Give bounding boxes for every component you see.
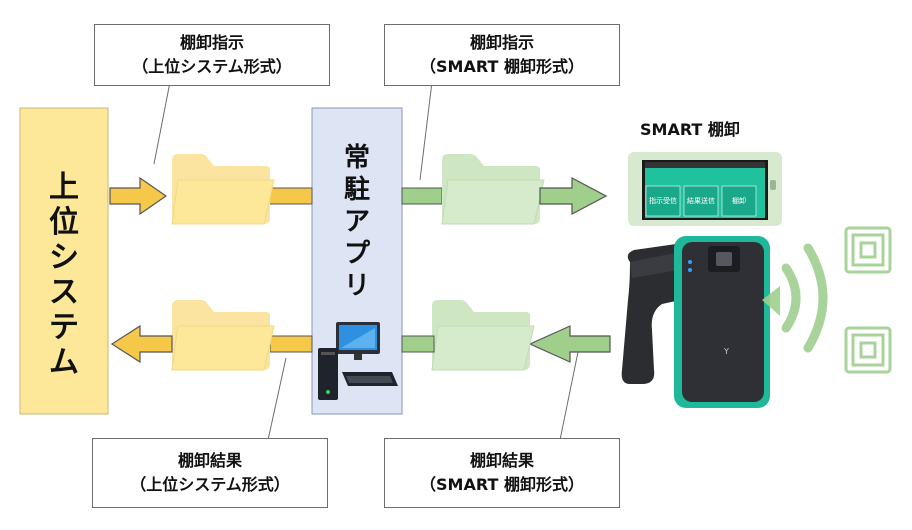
folder-icon bbox=[441, 154, 545, 225]
arrow-smart-to-app bbox=[528, 325, 611, 363]
callout-subtitle: （上位システム形式） bbox=[132, 57, 292, 76]
callout-title: 棚卸結果 bbox=[177, 451, 242, 470]
reader-logo: Y bbox=[723, 347, 729, 356]
smart-tablet bbox=[628, 152, 782, 226]
rfid-tag-icon bbox=[844, 326, 892, 374]
radio-wave-icon bbox=[781, 243, 828, 353]
arrow-host-to-app bbox=[109, 176, 168, 216]
folder-icon bbox=[171, 300, 275, 371]
callout-result-smart: 棚卸結果 （SMART 棚卸形式） bbox=[384, 438, 620, 508]
callout-subtitle: （SMART 棚卸形式） bbox=[420, 475, 584, 494]
folder-icon bbox=[431, 300, 535, 371]
callout-subtitle: （SMART 棚卸形式） bbox=[420, 57, 584, 76]
callout-pointer bbox=[153, 81, 171, 165]
callout-pointer bbox=[559, 351, 579, 441]
arrow-app-to-smart bbox=[539, 177, 608, 215]
tablet-button-label[interactable]: 指示受信 bbox=[649, 197, 677, 205]
host-system-label: 上 位 シ ス テ ム bbox=[49, 170, 79, 380]
callout-subtitle: （上位システム形式） bbox=[130, 475, 290, 494]
callout-title: 棚卸結果 bbox=[469, 451, 534, 470]
callout-instruction-host: 棚卸指示 （上位システム形式） bbox=[94, 24, 330, 86]
resident-app-label: 常 駐 ア プ リ bbox=[343, 143, 370, 301]
arrow-app-to-smart-bar bbox=[401, 187, 443, 205]
callout-title: 棚卸指示 bbox=[179, 33, 244, 52]
callout-result-host: 棚卸結果 （上位システム形式） bbox=[92, 438, 328, 508]
smart-inventory-label: SMART 棚卸 bbox=[640, 120, 740, 139]
arrow-app-to-host bbox=[110, 324, 173, 364]
host-system-box bbox=[19, 107, 109, 415]
rfid-tag-icon bbox=[844, 226, 892, 274]
folder-icon bbox=[171, 154, 275, 225]
arrow-host-to-app-bar bbox=[267, 187, 313, 205]
callout-pointer bbox=[419, 81, 433, 181]
callout-instruction-smart: 棚卸指示 （SMART 棚卸形式） bbox=[384, 24, 620, 86]
computer-icon bbox=[318, 322, 398, 400]
callout-title: 棚卸指示 bbox=[469, 33, 534, 52]
callout-pointer bbox=[267, 357, 287, 441]
arrow-smart-to-app-bar bbox=[401, 335, 435, 353]
rfid-reader: Y bbox=[621, 236, 780, 408]
tablet-button-label[interactable]: 結果送信 bbox=[687, 197, 715, 205]
tablet-button-label[interactable]: 棚卸 bbox=[732, 197, 746, 205]
arrow-app-to-host-bar bbox=[269, 335, 313, 353]
